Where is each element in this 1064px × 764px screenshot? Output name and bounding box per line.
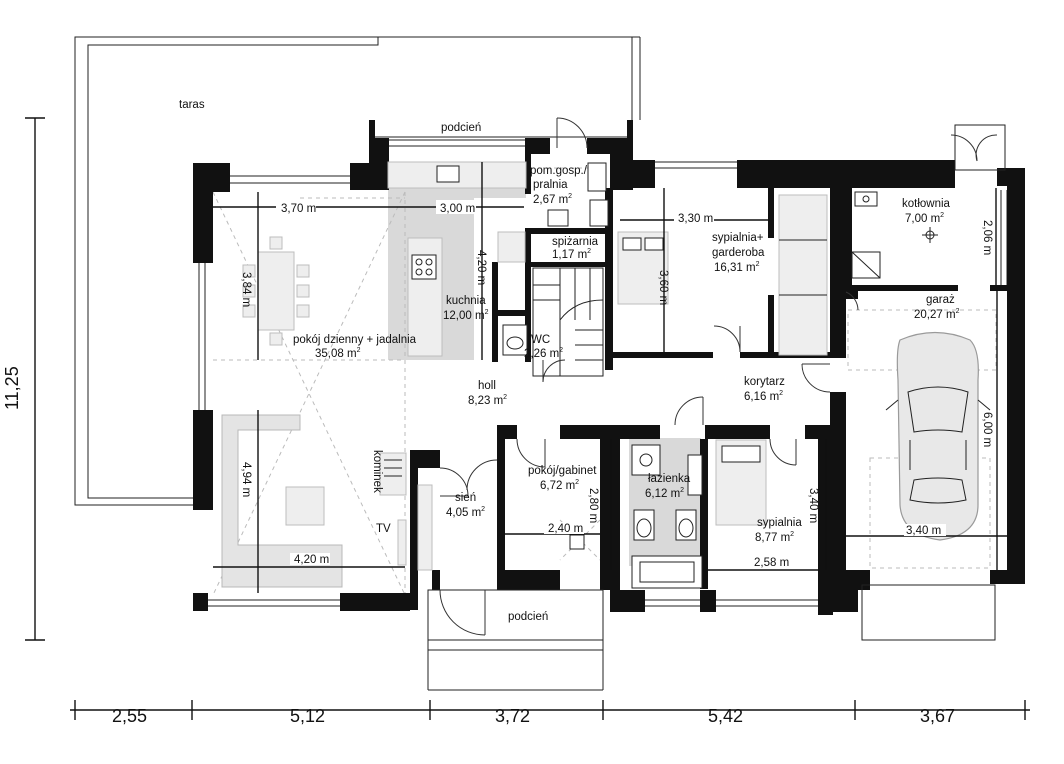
segment-2: 5,12 (290, 706, 325, 726)
overall-rulers (25, 117, 1030, 720)
label-wc: WC (531, 334, 550, 346)
room-labels: taras podcień pom.gosp./ pralnia 2,67 m2… (179, 99, 960, 623)
segment-1: 2,55 (112, 706, 147, 726)
area-lazienka: 6,12 m2 (645, 487, 684, 500)
area-sien: 4,05 m2 (446, 506, 485, 519)
label-pom-gosp-2: pralnia (533, 179, 568, 191)
area-wc: 2,26 m2 (524, 347, 563, 360)
furniture (221, 161, 938, 589)
area-pokoj-gabinet: 6,72 m2 (540, 479, 579, 492)
area-pom-gosp: 2,67 m2 (533, 193, 572, 206)
area-sypialnia-garderoba: 16,31 m2 (714, 261, 760, 274)
label-kotlownia: kotłownia (902, 198, 951, 210)
label-kominek: kominek (371, 450, 383, 493)
area-sypialnia: 8,77 m2 (755, 531, 794, 544)
label-pokoj-dzienny: pokój dzienny + jadalnia (293, 334, 417, 346)
area-kotlownia: 7,00 m2 (905, 212, 944, 225)
overall-labels: 11,25 2,55 5,12 3,72 5,42 3,67 (2, 366, 955, 726)
label-podcien-bottom: podcień (508, 611, 548, 623)
dim-384: 3,84 m (240, 272, 252, 307)
label-sypialnia-garderoba-1: sypialnia+ (712, 232, 764, 244)
dim-420v: 4,20 m (475, 250, 487, 285)
segment-4: 5,42 (708, 706, 743, 726)
dim-420h: 4,20 m (294, 554, 329, 566)
label-pokoj-gabinet: pokój/gabinet (528, 465, 597, 477)
dim-300: 3,00 m (440, 203, 475, 215)
dim-340v: 3,40 m (807, 488, 819, 523)
terrace-outline (74, 36, 641, 506)
dim-494: 4,94 m (240, 462, 252, 497)
label-tv: TV (376, 523, 391, 535)
dim-240: 2,40 m (548, 523, 583, 535)
dim-360: 3,60 m (657, 270, 669, 305)
dim-280: 2,80 m (587, 488, 599, 523)
label-sien: sień (455, 492, 476, 504)
area-hall: 8,23 m2 (468, 394, 507, 407)
windows (198, 139, 1008, 607)
dimension-labels: 3,70 m 3,00 m 3,30 m 4,20 m 3,84 m 3,60 … (240, 200, 993, 569)
top-porch (369, 120, 633, 138)
car-illustration (885, 331, 991, 541)
label-taras: taras (179, 99, 205, 111)
shaded-areas (388, 162, 701, 566)
segment-5: 3,67 (920, 706, 955, 726)
dim-206: 2,06 m (981, 220, 993, 255)
label-lazienka: łazienka (648, 473, 691, 485)
bottom-porch (427, 589, 604, 691)
label-sypialnia-garderoba-2: garderoba (712, 247, 765, 259)
dim-258: 2,58 m (754, 557, 789, 569)
area-korytarz: 6,16 m2 (744, 390, 783, 403)
area-garaz: 20,27 m2 (914, 308, 960, 321)
label-kuchnia: kuchnia (446, 295, 486, 307)
label-pom-gosp-1: pom.gosp./ (530, 165, 588, 177)
area-spizarnia: 1,17 m2 (552, 248, 591, 261)
label-hall: holl (478, 380, 496, 392)
overall-height: 11,25 (2, 366, 22, 410)
label-sypialnia: sypialnia (757, 517, 802, 529)
label-spizarnia: spiżarnia (552, 236, 599, 248)
label-korytarz: korytarz (744, 376, 785, 388)
label-podcien-top: podcień (441, 122, 481, 134)
dim-330: 3,30 m (678, 213, 713, 225)
area-pokoj-dzienny: 35,08 m2 (315, 347, 361, 360)
dim-370: 3,70 m (281, 203, 316, 215)
label-garaz: garaż (926, 294, 955, 306)
walls (193, 138, 1025, 615)
area-kuchnia: 12,00 m2 (443, 309, 489, 322)
dim-340h: 3,40 m (906, 525, 941, 537)
doors (439, 117, 998, 636)
dim-600: 6,00 m (981, 412, 993, 447)
segment-3: 3,72 (495, 706, 530, 726)
garage-porch (861, 124, 1006, 641)
